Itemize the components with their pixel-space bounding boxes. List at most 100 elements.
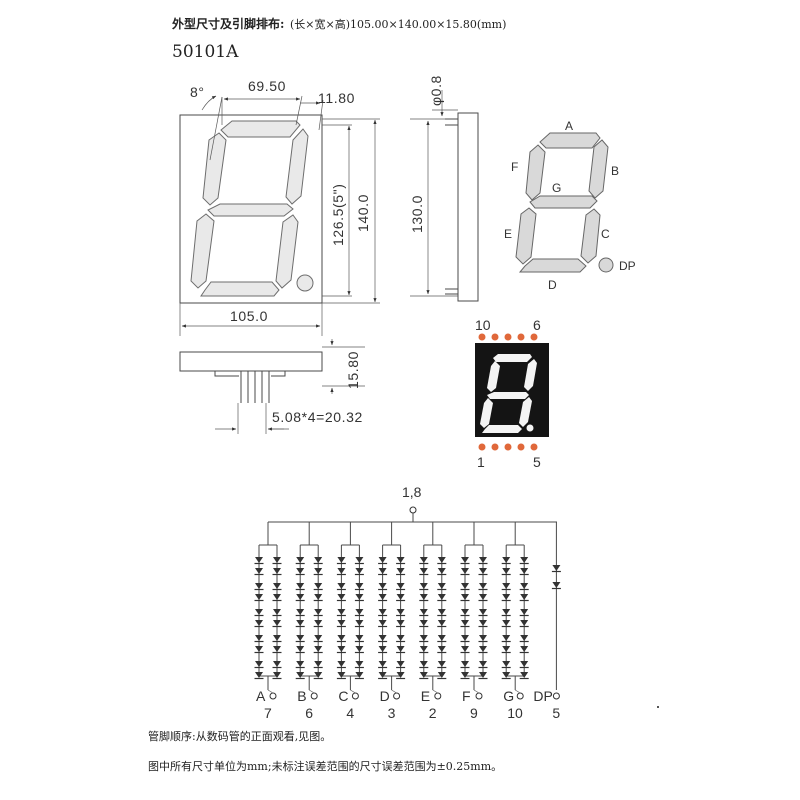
diode — [295, 583, 305, 591]
segment-terminal — [351, 692, 359, 700]
diode — [437, 568, 447, 576]
diode — [419, 646, 429, 654]
diode — [295, 661, 305, 669]
segment-label-e: E — [504, 227, 512, 241]
diode — [313, 568, 323, 576]
diode — [437, 594, 447, 602]
diode — [519, 672, 529, 680]
diode — [378, 568, 388, 576]
segment-pin-label: D — [380, 688, 390, 704]
bottom-view-body — [179, 351, 323, 372]
segment-label-b: B — [611, 164, 619, 178]
map-segment-c — [580, 208, 601, 264]
diode — [336, 635, 346, 643]
diode — [460, 609, 470, 617]
circuit-column-f: F9 — [460, 522, 488, 721]
diode — [501, 646, 511, 654]
diode — [378, 557, 388, 565]
segment-label-g: G — [552, 181, 561, 195]
map-segment-b — [588, 139, 609, 199]
diode — [501, 568, 511, 576]
diode — [313, 620, 323, 628]
diode — [378, 583, 388, 591]
diode — [419, 583, 429, 591]
diode — [295, 568, 305, 576]
diode — [354, 557, 364, 565]
diode — [501, 620, 511, 628]
photo-label-top-right: 6 — [533, 317, 541, 333]
diode — [396, 594, 406, 602]
diode — [501, 661, 511, 669]
diode — [272, 557, 282, 565]
header-dimensions: (长×宽×高)105.00×140.00×15.80(mm) — [290, 17, 506, 31]
diode — [295, 609, 305, 617]
diode — [313, 557, 323, 565]
diode — [396, 609, 406, 617]
diode — [478, 646, 488, 654]
circuit-column-a: A7 — [254, 522, 282, 721]
diode — [378, 620, 388, 628]
diode — [460, 620, 470, 628]
diode — [336, 620, 346, 628]
diode — [313, 661, 323, 669]
diode — [254, 557, 264, 565]
diode — [272, 620, 282, 628]
diode — [501, 672, 511, 680]
tilt-offset-label: 11.80 — [318, 90, 355, 106]
circuit-column-g: G10 — [501, 522, 529, 721]
diode — [478, 635, 488, 643]
diode — [478, 620, 488, 628]
diode — [354, 594, 364, 602]
diode — [272, 672, 282, 680]
diode — [501, 557, 511, 565]
pin-number-label: 9 — [470, 705, 478, 721]
segment-pin-label: DP — [533, 688, 552, 704]
angle-label: 8° — [190, 84, 205, 100]
diode — [419, 609, 429, 617]
pin-number-label: 6 — [305, 705, 313, 721]
diode — [295, 620, 305, 628]
diode — [378, 635, 388, 643]
diode — [295, 594, 305, 602]
side-view-body — [457, 112, 479, 302]
thickness-label: 15.80 — [345, 351, 361, 389]
front-segment-f — [202, 132, 227, 206]
diode — [396, 672, 406, 680]
diode — [354, 568, 364, 576]
pin-diameter-label: φ0.8 — [428, 75, 444, 106]
diode — [437, 583, 447, 591]
side-view: φ0.8 130.0 — [409, 75, 479, 302]
map-segment-d — [518, 258, 587, 273]
pin-number-label: 10 — [507, 705, 523, 721]
diode — [419, 661, 429, 669]
segment-terminal — [393, 692, 401, 700]
pin-number-label: 5 — [552, 705, 560, 721]
diode — [313, 609, 323, 617]
segment-terminal — [516, 692, 524, 700]
notes: 管脚顺序:从数码管的正面观看,见图。 图中所有尺寸单位为mm;未标注误差范围的尺… — [148, 729, 502, 773]
diode — [419, 557, 429, 565]
segment-pin-label: E — [421, 688, 430, 704]
pin-number-label: 3 — [388, 705, 396, 721]
diode — [272, 583, 282, 591]
segment-label-d: D — [548, 278, 557, 292]
diode — [295, 646, 305, 654]
diode — [272, 635, 282, 643]
common-pin-terminal — [409, 506, 417, 514]
diode — [437, 557, 447, 565]
segment-terminal — [552, 692, 560, 700]
diode — [254, 568, 264, 576]
diode — [396, 583, 406, 591]
diode — [551, 582, 561, 590]
diode — [254, 672, 264, 680]
segment-pin-label: G — [503, 688, 514, 704]
diode — [336, 672, 346, 680]
diode — [354, 620, 364, 628]
front-segment-c — [275, 214, 299, 289]
diode — [254, 661, 264, 669]
diode — [254, 609, 264, 617]
segment-terminal — [269, 692, 277, 700]
diode — [254, 583, 264, 591]
